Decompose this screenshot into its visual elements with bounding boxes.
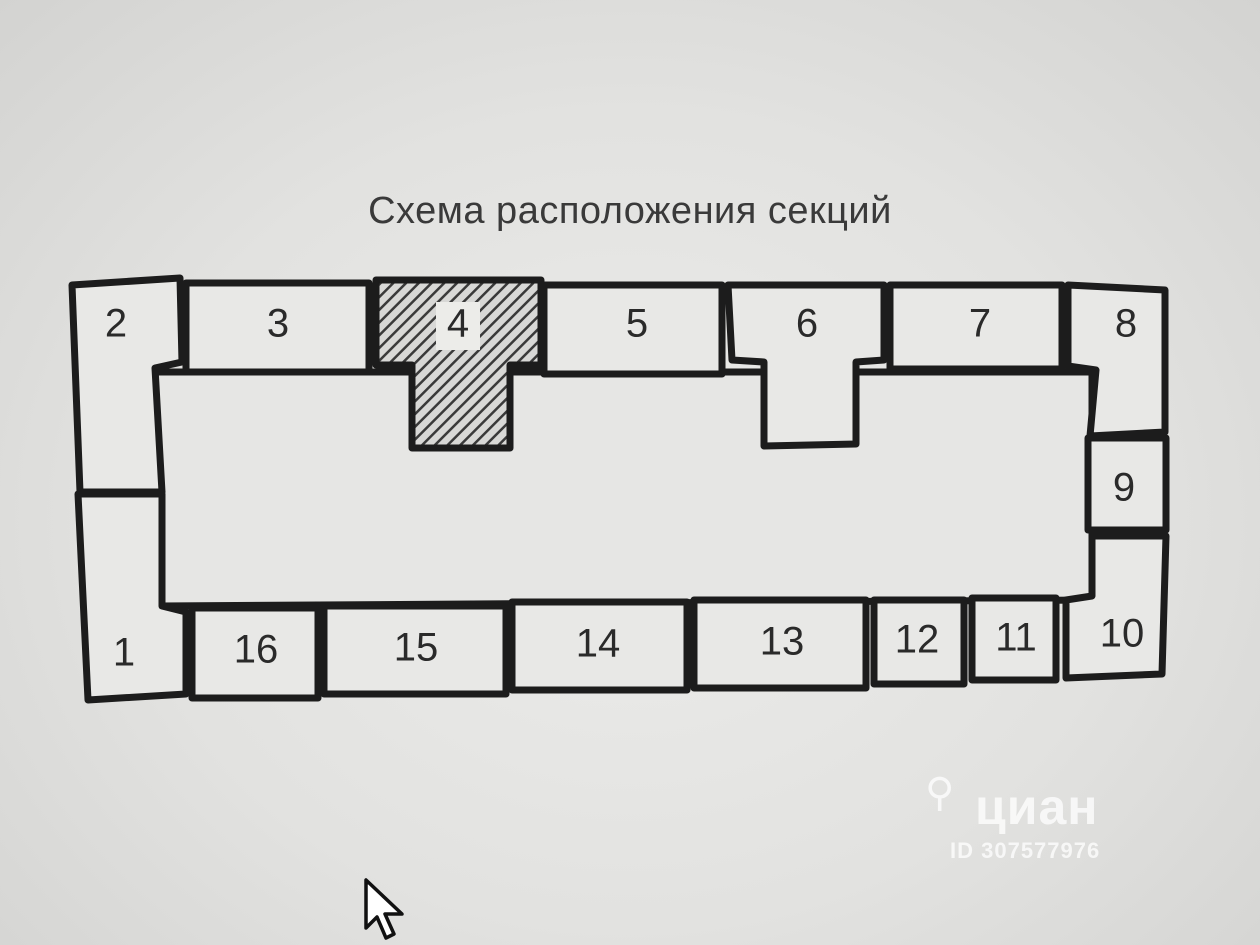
section-shape <box>74 490 190 704</box>
section-shape <box>540 281 726 378</box>
map-pin-icon: ⚲ <box>925 771 955 815</box>
section-label: 3 <box>267 302 289 346</box>
watermark-brand: циан <box>975 779 1099 835</box>
mouse-cursor-icon <box>364 878 404 940</box>
section-label: 16 <box>234 628 279 672</box>
section-9[interactable]: 9 <box>1084 434 1170 534</box>
section-5[interactable]: 5 <box>540 281 726 378</box>
section-label: 6 <box>796 302 818 346</box>
section-shape <box>508 598 691 694</box>
section-label-bg <box>436 302 480 350</box>
section-label: 15 <box>394 626 439 670</box>
section-4[interactable]: 4 <box>372 276 545 452</box>
section-label: 11 <box>995 616 1037 660</box>
section-shape <box>724 281 888 450</box>
section-shape <box>188 604 322 702</box>
section-10[interactable]: 10 <box>1062 532 1170 682</box>
section-shape <box>1062 532 1170 682</box>
watermark: ⚲ циан ID 307577976 <box>925 771 1101 864</box>
section-label: 10 <box>1100 612 1145 656</box>
section-6[interactable]: 6 <box>724 281 888 450</box>
section-13[interactable]: 13 <box>690 596 870 692</box>
section-shape <box>1084 434 1170 534</box>
watermark-id: ID 307577976 <box>950 838 1101 863</box>
section-label: 8 <box>1115 302 1137 346</box>
section-shape <box>870 596 968 688</box>
section-12[interactable]: 12 <box>870 596 968 688</box>
section-label: 4 <box>447 302 469 346</box>
section-shape <box>886 281 1066 373</box>
section-shape <box>690 596 870 692</box>
section-shape <box>182 279 373 376</box>
section-11[interactable]: 11 <box>968 594 1060 684</box>
section-label: 1 <box>113 631 135 675</box>
section-label: 13 <box>760 620 805 664</box>
section-3[interactable]: 3 <box>182 279 373 376</box>
section-shape <box>320 602 510 698</box>
section-label: 7 <box>969 302 991 346</box>
section-label: 5 <box>626 302 648 346</box>
section-16[interactable]: 16 <box>188 604 322 702</box>
section-1[interactable]: 1 <box>74 490 190 704</box>
section-label: 2 <box>105 302 127 346</box>
section-7[interactable]: 7 <box>886 281 1066 373</box>
section-shape <box>968 594 1060 684</box>
section-label: 14 <box>576 622 621 666</box>
diagram-title: Схема расположения секций <box>368 190 892 232</box>
section-label: 12 <box>895 618 940 662</box>
section-15[interactable]: 15 <box>320 602 510 698</box>
section-14[interactable]: 14 <box>508 598 691 694</box>
section-label: 9 <box>1113 466 1135 510</box>
courtyard <box>151 368 1096 610</box>
